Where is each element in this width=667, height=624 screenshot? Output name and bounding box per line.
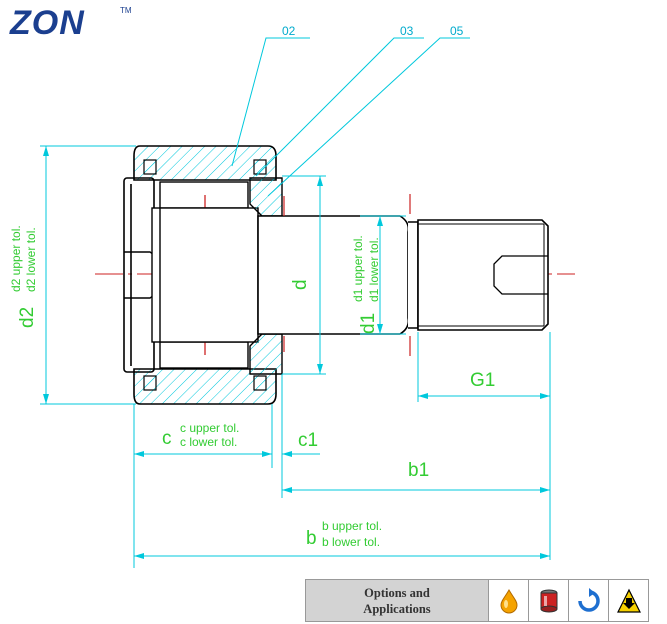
dim-c-upper: c upper tol. [180,421,239,435]
load-icon[interactable] [609,580,648,621]
dim-b1: b1 [408,460,429,481]
part-label-03: 03 [400,24,414,38]
lube-hole [493,255,548,295]
dimension-lines [40,145,551,568]
dim-d2: d2 [17,307,38,328]
thrust-washer [249,177,283,375]
logo-text: ZON [10,4,85,42]
stud [257,215,549,335]
dim-d: d [290,279,311,290]
dim-d1: d1 [358,313,379,334]
logo-trademark: TM [120,6,132,15]
dim-b-upper: b upper tol. [322,519,382,533]
thread-lines [418,223,545,327]
part-label-02: 02 [282,24,296,38]
dim-c-lower: c lower tol. [180,435,237,449]
options-label: Options and Applications [306,580,489,621]
dim-d1-upper: d1 upper tol. [351,235,365,302]
stud-center-ticks [283,194,411,356]
part-label-05: 05 [450,24,464,38]
seals [143,159,267,391]
seal-icon[interactable] [529,580,569,621]
side-plate [123,177,155,373]
dim-d1-lower: d1 lower tol. [367,237,381,302]
dim-d2-lower: d2 lower tol. [24,227,38,292]
dim-b-lower: b lower tol. [322,535,380,549]
needle-rollers [159,181,249,369]
dim-c1: c1 [298,430,318,451]
leader-lines [231,37,470,197]
brand-logo: ZON TM [10,4,132,42]
outer-ring [133,145,277,405]
dim-b: b [306,528,317,549]
dim-d2-upper: d2 upper tol. [9,225,23,292]
options-bar: Options and Applications [305,579,649,622]
refresh-icon[interactable] [569,580,609,621]
dim-c: c [162,428,172,449]
arrow-heads [43,146,550,559]
inner-ring [151,207,259,343]
dim-g1: G1 [470,370,495,391]
bearing-drawing: 02 03 05 d2 d2 upper tol. d2 lower tol. … [9,24,575,568]
oil-drop-icon[interactable] [489,580,529,621]
